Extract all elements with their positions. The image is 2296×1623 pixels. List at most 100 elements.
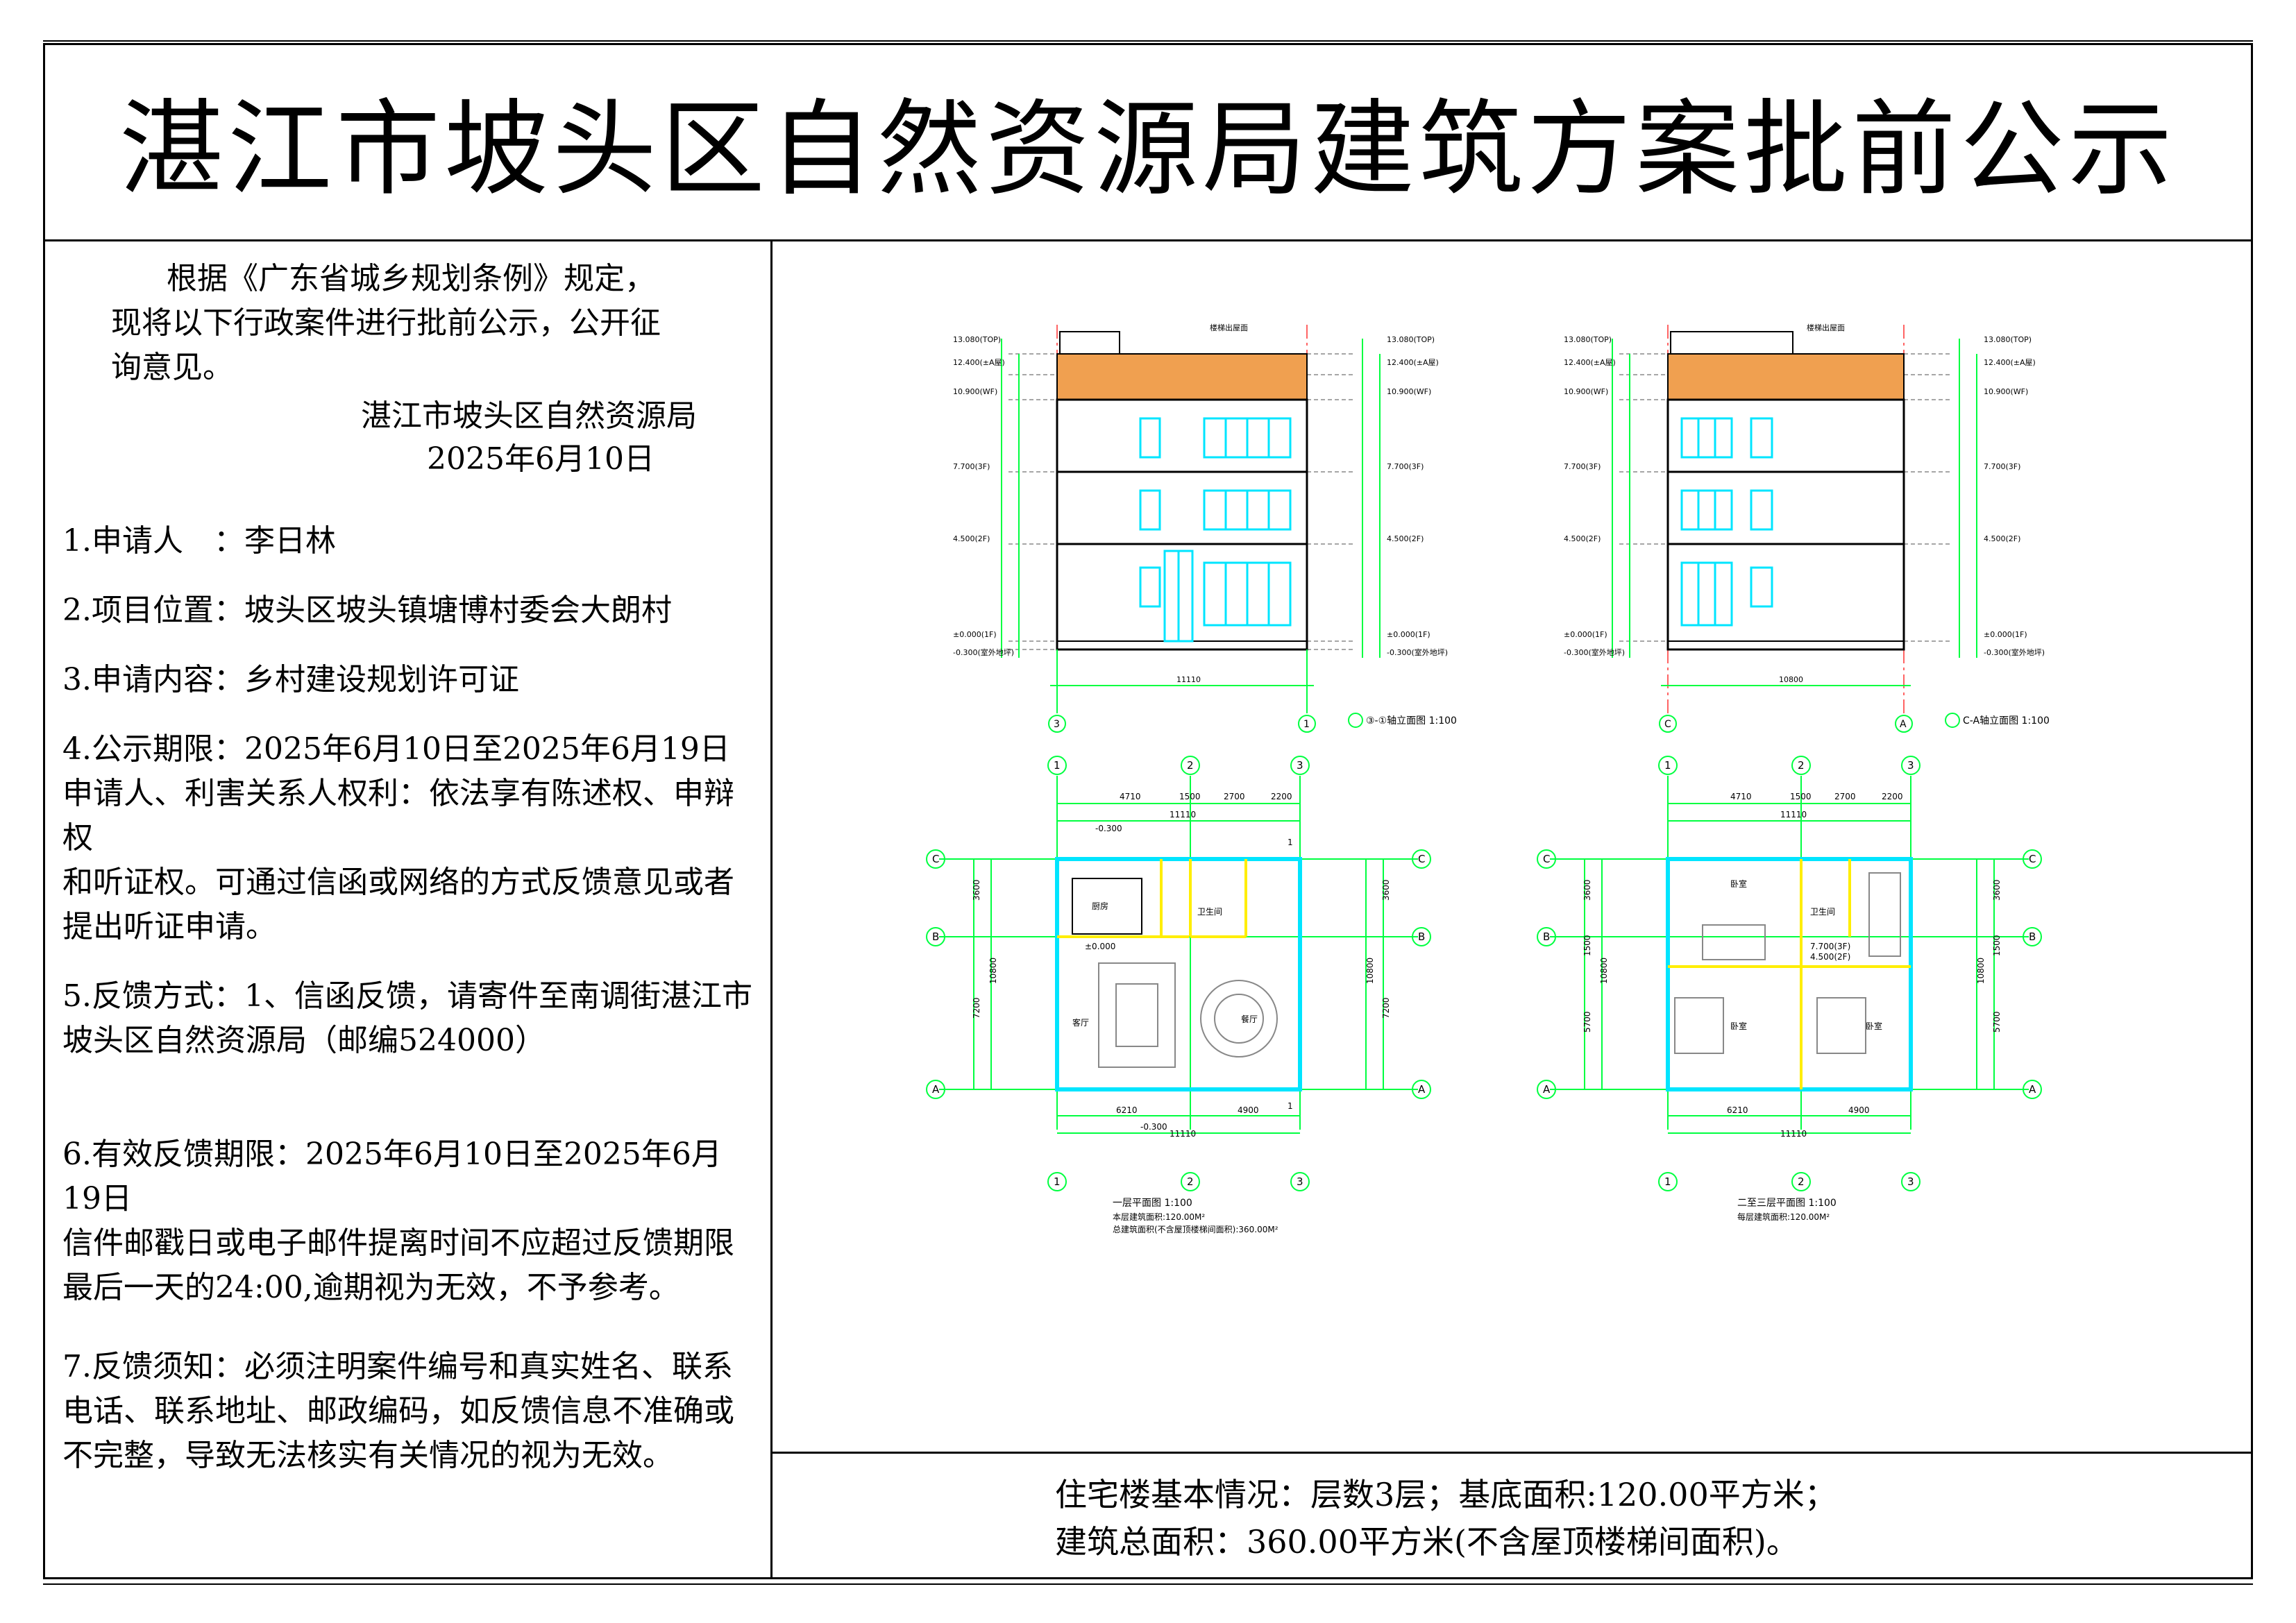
svg-text:③-①轴立面图 1:100: ③-①轴立面图 1:100 <box>1366 715 1457 726</box>
svg-text:13.080(TOP): 13.080(TOP) <box>1387 335 1435 344</box>
svg-text:卫生间: 卫生间 <box>1810 907 1835 917</box>
building-summary: 住宅楼基本情况：层数3层；基底面积:120.00平方米； 建筑总面积：360.0… <box>1055 1471 2235 1565</box>
svg-text:10.900(WF): 10.900(WF) <box>1387 387 1431 396</box>
svg-text:7.700(3F): 7.700(3F) <box>1984 462 2020 471</box>
level-top-left: 13.080(TOP) <box>953 335 1001 344</box>
svg-text:±0.000: ±0.000 <box>1085 942 1115 951</box>
svg-text:6210: 6210 <box>1116 1105 1138 1115</box>
svg-text:C-A轴立面图 1:100: C-A轴立面图 1:100 <box>1963 715 2050 726</box>
elevation-3-1: 13.080(TOP) 12.400(±A屋) 10.900(WF) 7.700… <box>953 323 1457 733</box>
svg-text:-0.300(室外地坪): -0.300(室外地坪) <box>953 647 1014 657</box>
svg-text:1500: 1500 <box>1582 935 1592 956</box>
svg-text:10800: 10800 <box>1365 958 1375 984</box>
svg-text:5700: 5700 <box>1582 1011 1592 1033</box>
svg-text:2700: 2700 <box>1224 792 1245 801</box>
svg-text:3: 3 <box>1297 759 1303 772</box>
notice-text: 根据《广东省城乡规划条例》规定， 现将以下行政案件进行批前公示，公开征 询意见。… <box>62 257 757 1478</box>
svg-text:±0.000(1F): ±0.000(1F) <box>1564 630 1607 639</box>
svg-text:本层建筑面积:120.00M²: 本层建筑面积:120.00M² <box>1113 1212 1205 1222</box>
item-location: 2.项目位置：坡头区坡头镇塘博村委会大朗村 <box>62 593 672 628</box>
svg-text:7.700(3F): 7.700(3F) <box>953 462 990 471</box>
svg-text:4.500(2F): 4.500(2F) <box>953 534 990 543</box>
item-content: 3.申请内容：乡村建设规划许可证 <box>62 662 519 697</box>
svg-text:一层平面图 1:100: 一层平面图 1:100 <box>1113 1198 1192 1209</box>
item-rights-2: 和听证权。可通过信函或网络的方式反馈意见或者 <box>62 865 734 900</box>
svg-text:10.900(WF): 10.900(WF) <box>953 387 997 396</box>
svg-text:10.900(WF): 10.900(WF) <box>1984 387 2028 396</box>
item-deadline-2: 信件邮戳日或电子邮件提离时间不应超过反馈期限 <box>62 1225 734 1261</box>
svg-text:11110: 11110 <box>1780 810 1807 819</box>
svg-text:楼梯出屋面: 楼梯出屋面 <box>1807 323 1845 332</box>
svg-text:客厅: 客厅 <box>1072 1017 1089 1028</box>
svg-text:13.080(TOP): 13.080(TOP) <box>1564 335 1612 344</box>
svg-text:2: 2 <box>1798 759 1805 772</box>
svg-text:2: 2 <box>1187 759 1194 772</box>
item-notice-3: 不完整，导致无法核实有关情况的视为无效。 <box>62 1438 673 1473</box>
svg-text:-0.300(室外地坪): -0.300(室外地坪) <box>1984 647 2045 657</box>
svg-text:A: A <box>2029 1083 2036 1096</box>
bottom-rule <box>43 1583 2253 1585</box>
svg-text:1: 1 <box>1664 1175 1671 1188</box>
intro-line-3: 询意见。 <box>111 350 233 385</box>
svg-text:2700: 2700 <box>1834 792 1856 801</box>
svg-text:二至三层平面图 1:100: 二至三层平面图 1:100 <box>1737 1198 1837 1209</box>
svg-text:1: 1 <box>1054 1175 1061 1188</box>
svg-text:3: 3 <box>1907 1175 1914 1188</box>
svg-text:3600: 3600 <box>1381 879 1391 901</box>
item-period: 4.公示期限：2025年6月10日至2025年6月19日 <box>62 731 730 767</box>
svg-text:±0.000(1F): ±0.000(1F) <box>1984 630 2027 639</box>
svg-text:总建筑面积(不含屋顶楼梯间面积):360.00M²: 总建筑面积(不含屋顶楼梯间面积):360.00M² <box>1113 1224 1278 1234</box>
item-deadline-1: 6.有效反馈期限：2025年6月10日至2025年6月19日 <box>62 1137 722 1216</box>
top-rule <box>43 40 2253 42</box>
svg-text:10800: 10800 <box>1976 958 1986 984</box>
svg-text:11110: 11110 <box>1170 1129 1196 1139</box>
svg-text:1500: 1500 <box>1790 792 1812 801</box>
svg-text:-0.300(室外地坪): -0.300(室外地坪) <box>1387 647 1448 657</box>
svg-text:7.700(3F): 7.700(3F) <box>1387 462 1424 471</box>
svg-text:10.900(WF): 10.900(WF) <box>1564 387 1608 396</box>
svg-text:1: 1 <box>1288 838 1293 847</box>
item-rights-1: 申请人、利害关系人权利：依法享有陈述权、申辩权 <box>62 776 734 856</box>
svg-text:±0.000(1F): ±0.000(1F) <box>1387 630 1430 639</box>
item-feedback-1: 5.反馈方式：1、信函反馈，请寄件至南调街湛江市 <box>62 978 752 1014</box>
svg-text:12.400(±A屋): 12.400(±A屋) <box>1984 358 2036 367</box>
svg-text:7200: 7200 <box>1381 997 1391 1019</box>
svg-text:卧室: 卧室 <box>1730 1021 1747 1031</box>
svg-text:7.700(3F): 7.700(3F) <box>1564 462 1601 471</box>
svg-text:卫生间: 卫生间 <box>1197 907 1222 917</box>
svg-text:3: 3 <box>1054 719 1060 730</box>
svg-text:-0.300: -0.300 <box>1095 824 1122 833</box>
item-feedback-2: 坡头区自然资源局（邮编524000） <box>62 1023 546 1058</box>
svg-text:1500: 1500 <box>1992 935 2002 956</box>
svg-text:4900: 4900 <box>1238 1105 1259 1115</box>
svg-text:4.500(2F): 4.500(2F) <box>1984 534 2020 543</box>
svg-text:C: C <box>1664 719 1671 730</box>
svg-text:4.500(2F): 4.500(2F) <box>1387 534 1424 543</box>
item-notice-2: 电话、联系地址、邮政编码，如反馈信息不准确或 <box>62 1393 734 1429</box>
architectural-drawings: 13.080(TOP) 12.400(±A屋) 10.900(WF) 7.700… <box>926 323 2050 1234</box>
svg-text:3: 3 <box>1297 1175 1303 1188</box>
svg-text:-0.300(室外地坪): -0.300(室外地坪) <box>1564 647 1625 657</box>
svg-text:餐厅: 餐厅 <box>1241 1014 1258 1024</box>
item-rights-3: 提出听证申请。 <box>62 909 276 944</box>
svg-text:1: 1 <box>1054 759 1061 772</box>
svg-text:A: A <box>1543 1083 1551 1096</box>
notice-frame <box>43 43 2253 1579</box>
issuing-org: 湛江市坡头区自然资源局 <box>361 398 697 434</box>
svg-text:11110: 11110 <box>1780 1129 1807 1139</box>
svg-text:B: B <box>1418 931 1425 943</box>
summary-line-1: 住宅楼基本情况：层数3层；基底面积:120.00平方米； <box>1055 1476 1837 1513</box>
svg-text:1: 1 <box>1664 759 1671 772</box>
svg-text:5700: 5700 <box>1992 1011 2002 1033</box>
svg-text:3600: 3600 <box>972 879 981 901</box>
svg-text:12.400(±A屋): 12.400(±A屋) <box>953 358 1005 367</box>
svg-text:1: 1 <box>1303 719 1310 730</box>
column-divider <box>770 239 773 1579</box>
item-deadline-3: 最后一天的24:00,逾期视为无效，不予参考。 <box>62 1270 679 1305</box>
item-applicant: 1.申请人 ：李日林 <box>62 523 336 559</box>
svg-text:每层建筑面积:120.00M²: 每层建筑面积:120.00M² <box>1737 1212 1830 1222</box>
intro-line-2: 现将以下行政案件进行批前公示，公开征 <box>111 305 661 341</box>
svg-text:A: A <box>1900 719 1907 730</box>
